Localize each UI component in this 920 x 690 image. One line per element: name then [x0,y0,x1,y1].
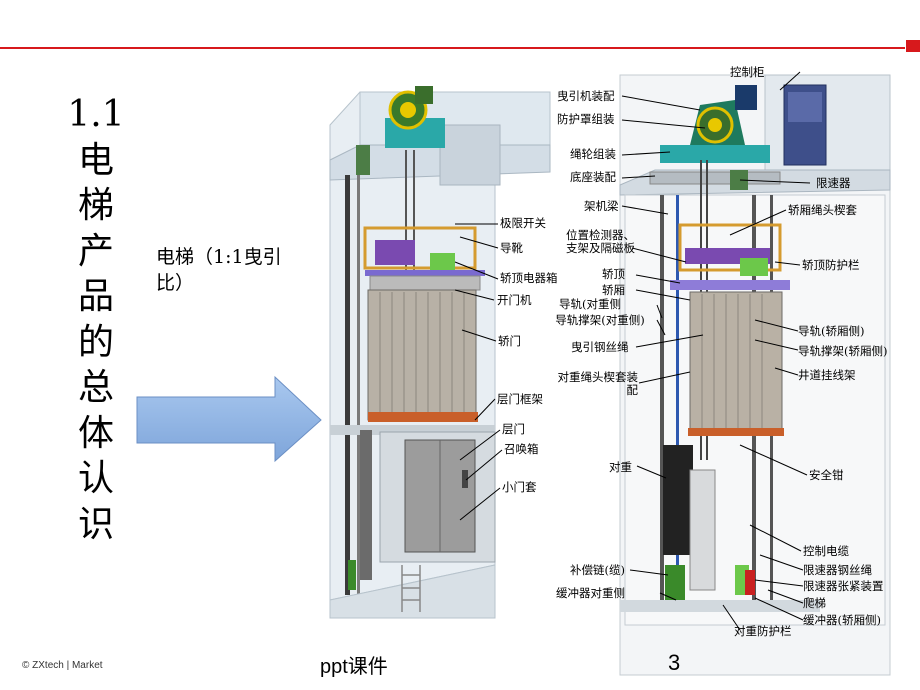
title-char: 识 [77,503,114,545]
title-char: 品 [77,276,114,317]
label-car-door: 轿门 [498,334,521,348]
label-ladder: 爬梯 [803,596,826,610]
label-rail-bracket-cwt: 导轨撑架(对重侧) [555,313,645,327]
label-car: 轿厢 [602,283,625,297]
slide-title: 1.1 电 梯 产 品 的 总 体 认 识 [66,92,126,547]
subtitle-line: 电梯（1:1曳引 [156,246,282,268]
label-guard-cover: 防护罩组装 [557,112,615,126]
title-char: 的 [77,321,114,363]
label-call-box: 召唤箱 [504,442,539,456]
subtitle: 电梯（1:1曳引 比） [156,244,306,296]
label-buffer-cwt: 缓冲器对重侧 [556,586,625,600]
right-arrow-icon [136,375,322,463]
page-number: 3 [668,650,681,675]
label-counterweight: 对重 [609,460,632,474]
label-rope-pulley: 绳轮组装 [570,147,616,161]
footer-copyright: © ZXtech | Market [22,660,103,671]
label-governor: 限速器 [816,176,851,190]
label-traction-rope: 曳引钢丝绳 [571,340,629,354]
label-governor-tension: 限速器张紧装置 [803,579,884,593]
label-governor-rope: 限速器钢丝绳 [803,563,872,577]
label-position-detector: 位置检测器、支架及隔磁板 [566,228,635,255]
label-landing-door: 层门 [502,422,525,436]
title-char: 电 [77,139,114,181]
title-char: 梯 [77,185,114,226]
label-cwt-guard: 对重防护栏 [734,624,792,638]
label-car-top: 轿顶 [602,267,625,281]
title-char: 产 [77,230,114,272]
title-char: 1.1 [67,94,125,135]
label-control-cable: 控制电缆 [803,544,849,558]
header-accent-square [906,40,920,52]
label-control-cabinet: 控制柜 [730,65,765,79]
label-guide-shoe: 导靴 [500,241,523,255]
label-cable-hanger: 井道挂线架 [798,368,856,382]
title-char: 总 [77,367,114,408]
header-rule [0,47,905,49]
footer-caption: ppt课件 [320,656,388,678]
label-small-door-jamb: 小门套 [502,480,537,494]
label-rail-cwt: 导轨(对重侧 [559,297,621,311]
label-rope-hitch-car: 轿厢绳头楔套 [788,203,857,217]
label-landing-frame: 层门框架 [497,392,543,406]
label-car-top-guard: 轿顶防护栏 [802,258,860,272]
label-rail-bracket-car: 导轨撑架(轿厢侧) [798,344,888,358]
left-elevator-illustration [329,86,551,619]
label-car-top-box: 轿顶电器箱 [500,271,558,285]
label-safety-gear: 安全钳 [809,468,844,482]
label-rail-car: 导轨(轿厢侧) [798,324,865,338]
label-base-assembly: 底座装配 [570,170,616,184]
label-rope-hitch-cwt: 对重绳头楔套装配 [557,370,639,397]
label-limit-switch: 极限开关 [500,216,546,230]
label-traction-machine: 曳引机装配 [557,89,615,103]
title-char: 认 [77,458,114,499]
title-char: 体 [77,412,114,454]
subtitle-line: 比） [156,272,195,294]
label-door-operator: 开门机 [497,293,532,307]
label-buffer-car: 缓冲器(轿厢侧) [803,613,881,627]
label-compensation-chain: 补偿链(缆) [570,563,625,577]
label-machine-beam: 架机梁 [584,199,619,213]
